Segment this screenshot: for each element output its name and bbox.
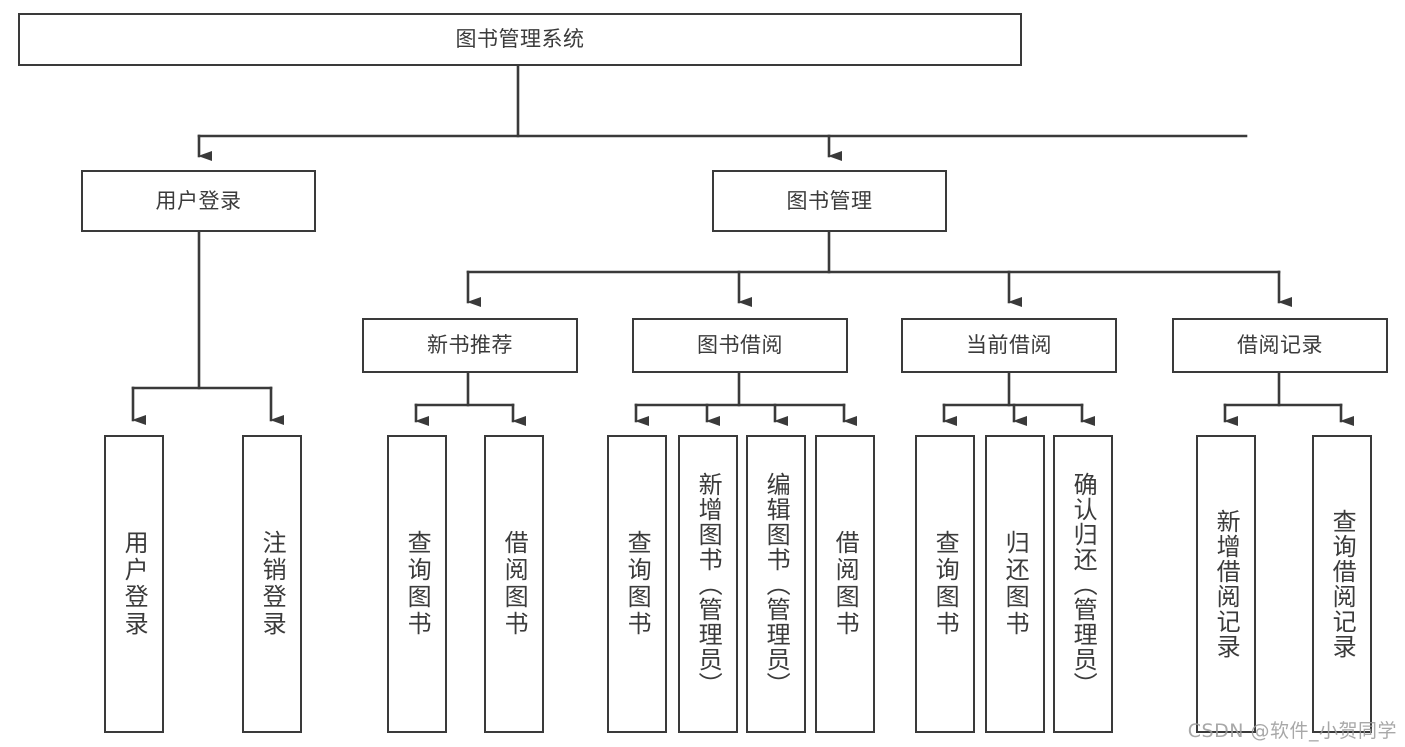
- node-root-library-system[interactable]: 图书管理系统: [18, 13, 1022, 66]
- node-current-borrow[interactable]: 当前借阅: [901, 318, 1117, 373]
- leaf-query-borrow-record[interactable]: 查询借阅记录: [1312, 435, 1372, 733]
- node-book-borrow[interactable]: 图书借阅: [632, 318, 848, 373]
- leaf-user-login[interactable]: 用户登录: [104, 435, 164, 733]
- leaf-add-book-admin[interactable]: 新增图书（管理员）: [678, 435, 738, 733]
- node-book-management[interactable]: 图书管理: [712, 170, 947, 232]
- leaf-edit-book-admin[interactable]: 编辑图书（管理员）: [746, 435, 806, 733]
- leaf-confirm-return-admin[interactable]: 确认归还（管理员）: [1053, 435, 1113, 733]
- leaf-return-book[interactable]: 归还图书: [985, 435, 1045, 733]
- node-new-book-recommend[interactable]: 新书推荐: [362, 318, 578, 373]
- leaf-borrow-book-recommend[interactable]: 借阅图书: [484, 435, 544, 733]
- leaf-query-book-current[interactable]: 查询图书: [915, 435, 975, 733]
- leaf-borrow-book-borrow[interactable]: 借阅图书: [815, 435, 875, 733]
- csdn-watermark: CSDN @软件_小贺同学: [1187, 720, 1397, 742]
- leaf-user-logout[interactable]: 注销登录: [242, 435, 302, 733]
- leaf-query-book-borrow[interactable]: 查询图书: [607, 435, 667, 733]
- node-user-login[interactable]: 用户登录: [81, 170, 316, 232]
- leaf-add-borrow-record[interactable]: 新增借阅记录: [1196, 435, 1256, 733]
- leaf-query-book-recommend[interactable]: 查询图书: [387, 435, 447, 733]
- node-borrow-record[interactable]: 借阅记录: [1172, 318, 1388, 373]
